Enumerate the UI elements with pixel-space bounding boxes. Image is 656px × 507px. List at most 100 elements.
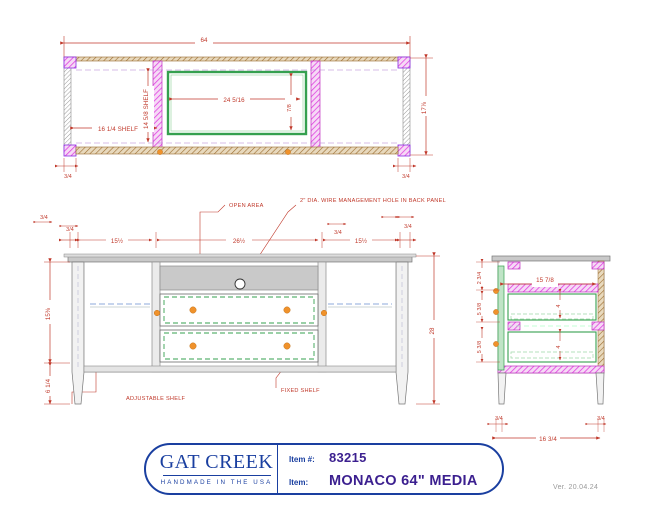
front-dim-overall-height [416, 252, 440, 405]
dim-text-side-top-small: 2 3/4 [477, 272, 483, 285]
callout-adjustable-shelf: ADJUSTABLE SHELF [126, 396, 186, 402]
dim-text-overall-height: 28 [429, 327, 436, 335]
top-left-front-block [63, 144, 77, 157]
top-left-partition [152, 60, 163, 154]
front-top-edge [63, 253, 417, 258]
side-drawer-lower-base [510, 351, 594, 359]
dim-text-left-edge: 3/4 [66, 227, 74, 233]
side-dim-inner-width [500, 276, 597, 287]
front-bottom-rail [83, 365, 397, 373]
brand-name: GAT CREEK [159, 451, 274, 473]
top-left-corner-block [63, 56, 77, 69]
dim-text-side-bottom-right: 3/4 [597, 416, 605, 422]
top-center-shelf [166, 70, 308, 136]
top-knob-left [157, 149, 163, 155]
side-dim-drawer-upper [555, 288, 564, 319]
dim-text-side-drawer-a: 4 [556, 304, 562, 307]
side-knob-mid [493, 309, 499, 315]
top-center-shelf-inner [170, 74, 304, 132]
dim-thickness-right [392, 158, 417, 172]
side-knob-upper [493, 288, 499, 294]
dim-text-thickness-left: 3/4 [64, 174, 72, 180]
top-plan-view [54, 36, 433, 172]
dim-text-left-bay: 15½ [111, 238, 123, 245]
front-knob-upper-left [189, 306, 197, 314]
dim-partition-shelf [142, 68, 154, 143]
brand-tagline: HANDMADE IN THE USA [160, 479, 273, 486]
dim-text-side-drawer-b: 4 [556, 345, 562, 348]
side-top-board [491, 255, 611, 262]
item-value: MONACO 64" MEDIA [329, 472, 478, 489]
side-drawer-upper [507, 293, 597, 321]
side-dim-left-chain [476, 258, 500, 363]
top-back-panel [63, 56, 411, 62]
top-right-front-block [397, 144, 411, 157]
leader-open-area [199, 204, 226, 282]
callout-wire-hole: 2" DIA. WIRE MANAGEMENT HOLE IN BACK PAN… [300, 198, 446, 204]
dim-text-side-bottom-left: 3/4 [495, 416, 503, 422]
dim-text-case-height: 15⅜ [45, 307, 52, 320]
front-partition-left [151, 261, 161, 373]
dim-text-top-small-c: 3/4 [334, 230, 342, 236]
wire-management-hole [234, 278, 246, 290]
front-elevation-view [33, 204, 440, 405]
dim-text-thickness-right: 3/4 [402, 174, 410, 180]
dim-text-overall-width: 64 [200, 37, 208, 44]
side-drawer-upper-base [510, 313, 594, 320]
dim-text-side-bottom-overall: 16 3/4 [539, 436, 557, 443]
dim-text-side-inner-width: 15 7/8 [536, 277, 554, 284]
dim-center-opening [169, 93, 301, 105]
front-dim-leg-height [44, 362, 70, 405]
front-partition-right [317, 261, 327, 373]
top-knob-center [285, 149, 291, 155]
front-drawer-upper-box [163, 296, 315, 324]
dim-thickness-left [54, 158, 79, 172]
callout-fixed-shelf: FIXED SHELF [281, 388, 320, 394]
side-dim-drawer-lower [555, 328, 564, 361]
dim-text-center-bay: 26½ [233, 238, 245, 245]
dim-inner-thickness [285, 73, 296, 131]
front-knob-lower-left [189, 342, 197, 350]
side-drawer-lower [507, 331, 597, 363]
item-number-label: Item #: [289, 454, 315, 464]
title-block: GAT CREEK HANDMADE IN THE USA Item #: 83… [144, 443, 504, 495]
top-front-rail [75, 146, 399, 155]
brand-logo: GAT CREEK HANDMADE IN THE USA [146, 445, 278, 493]
side-elevation-view [476, 255, 611, 442]
dim-text-left-shelf: 16 1/4 SHELF [98, 126, 138, 133]
top-right-partition [310, 60, 321, 154]
dim-text-depth: 17⅞ [421, 101, 428, 114]
side-block-topright [591, 261, 605, 270]
dim-overall-width [60, 36, 411, 58]
item-label: Item: [289, 477, 309, 487]
dim-text-inner-small: 7/8 [287, 104, 293, 112]
front-knob-lower-right [283, 342, 291, 350]
dim-text-leg-height: 6 1/4 [45, 378, 52, 393]
front-drawer-upper [159, 293, 319, 327]
top-left-side-panel [63, 60, 72, 154]
dim-text-right-bay: 15½ [355, 238, 367, 245]
side-block-topleft [507, 261, 521, 270]
top-right-side-panel [402, 60, 411, 154]
front-dim-case-height [44, 258, 70, 364]
side-rail-bottom [497, 365, 605, 374]
front-dim-chain [33, 215, 417, 248]
side-block-midright [591, 321, 605, 331]
side-front-stile [497, 265, 505, 371]
version-label: Ver. 20.04.24 [553, 484, 599, 491]
side-back-panel [597, 260, 605, 374]
item-number-row: Item #: 83215 [289, 450, 502, 465]
top-right-corner-block [397, 56, 411, 69]
front-knob-partition-left [153, 309, 161, 317]
dim-depth [410, 54, 433, 156]
callout-open-area: OPEN AREA [229, 203, 264, 209]
side-dim-bottom [487, 418, 607, 442]
dim-text-center-opening: 24 5/16 [223, 97, 245, 104]
item-number-value: 83215 [329, 449, 367, 465]
side-leg-front [497, 372, 507, 405]
side-knob-lower [493, 341, 499, 347]
dim-text-right-edge: 3/4 [404, 224, 412, 230]
side-leg-back [595, 372, 605, 405]
dim-text-side-mid-b: 5 3/8 [477, 341, 483, 354]
